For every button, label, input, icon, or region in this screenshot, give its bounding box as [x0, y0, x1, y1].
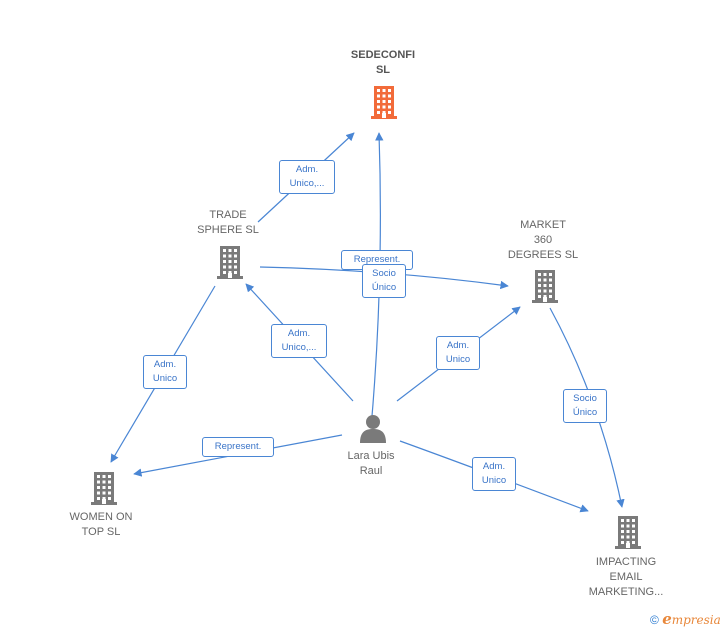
node-label-trade-sphere: TRADE SPHERE SL — [178, 208, 278, 238]
edge-label-line: Represent. — [353, 254, 401, 265]
edge-label-line: Adm. — [446, 340, 470, 351]
edge-label-line: Unico — [152, 373, 178, 384]
node-label-line: SPHERE SL — [197, 224, 259, 236]
node-label-line: EMAIL — [609, 571, 643, 583]
edge-label[interactable]: Represent. — [202, 437, 274, 457]
brand-logo: empresia — [662, 610, 721, 628]
building-icon[interactable] — [368, 84, 400, 125]
edge-label-line: Unico — [445, 354, 471, 365]
node-label-line: 360 — [533, 234, 553, 246]
node-label-line: WOMEN ON — [69, 511, 133, 523]
node-label-lara: Lara Ubis Raul — [321, 449, 421, 479]
edge-label[interactable]: Adm. Unico — [436, 336, 480, 370]
edge-label-line: Adm. — [482, 461, 506, 472]
node-label-line: IMPACTING — [595, 556, 657, 568]
edge-label[interactable]: Adm. Unico,... — [279, 160, 335, 194]
building-icon[interactable] — [612, 514, 644, 555]
person-icon[interactable] — [359, 413, 387, 448]
node-label-market360: MARKET 360 DEGREES SL — [493, 218, 593, 263]
edge-label[interactable]: Adm. Unico — [472, 457, 516, 491]
edge-label-line: Unico,... — [289, 178, 325, 189]
building-icon[interactable] — [214, 244, 246, 285]
edge-label-line: Unico,... — [281, 342, 317, 353]
node-label-line: TRADE — [209, 209, 247, 221]
edge-label[interactable]: Socio Único — [563, 389, 607, 423]
edge-label-line: Represent. — [214, 441, 262, 452]
node-label-line: DEGREES SL — [507, 249, 579, 261]
node-label-line: Lara Ubis — [347, 450, 395, 462]
node-label-line: SEDECONFI — [350, 49, 416, 61]
edge-label[interactable]: Adm. Unico,... — [271, 324, 327, 358]
node-label-women-on-top: WOMEN ON TOP SL — [51, 510, 151, 540]
node-label-line: MARKET — [520, 219, 566, 231]
node-label-impacting: IMPACTING EMAIL MARKETING... — [576, 555, 676, 600]
building-icon[interactable] — [529, 268, 561, 309]
edge-label-line: Único — [572, 407, 598, 418]
edge-label[interactable]: Adm. Unico — [143, 355, 187, 389]
node-label-line: Raul — [359, 465, 383, 477]
edge-label-line: Adm. — [287, 328, 311, 339]
node-label-line: SL — [375, 64, 391, 76]
node-label-line: MARKETING... — [588, 586, 664, 598]
edge-label-line: Socio — [372, 268, 396, 279]
building-icon[interactable] — [88, 470, 120, 511]
edge-label[interactable]: Socio Único — [362, 264, 406, 298]
brand-rest: mpresia — [671, 613, 721, 627]
edge-label-line: Socio — [573, 393, 597, 404]
edge-label-line: Unico — [481, 475, 507, 486]
edge-label-line: Adm. — [153, 359, 177, 370]
node-label-sedeconfi: SEDECONFI SL — [333, 48, 433, 78]
node-label-line: TOP SL — [81, 526, 121, 538]
edge-label-line: Adm. — [295, 164, 319, 175]
brand-initial: e — [662, 610, 672, 628]
copyright-icon: © — [650, 613, 659, 627]
footer-brand: © empresia — [650, 610, 721, 628]
edge-label-line: Único — [371, 282, 397, 293]
